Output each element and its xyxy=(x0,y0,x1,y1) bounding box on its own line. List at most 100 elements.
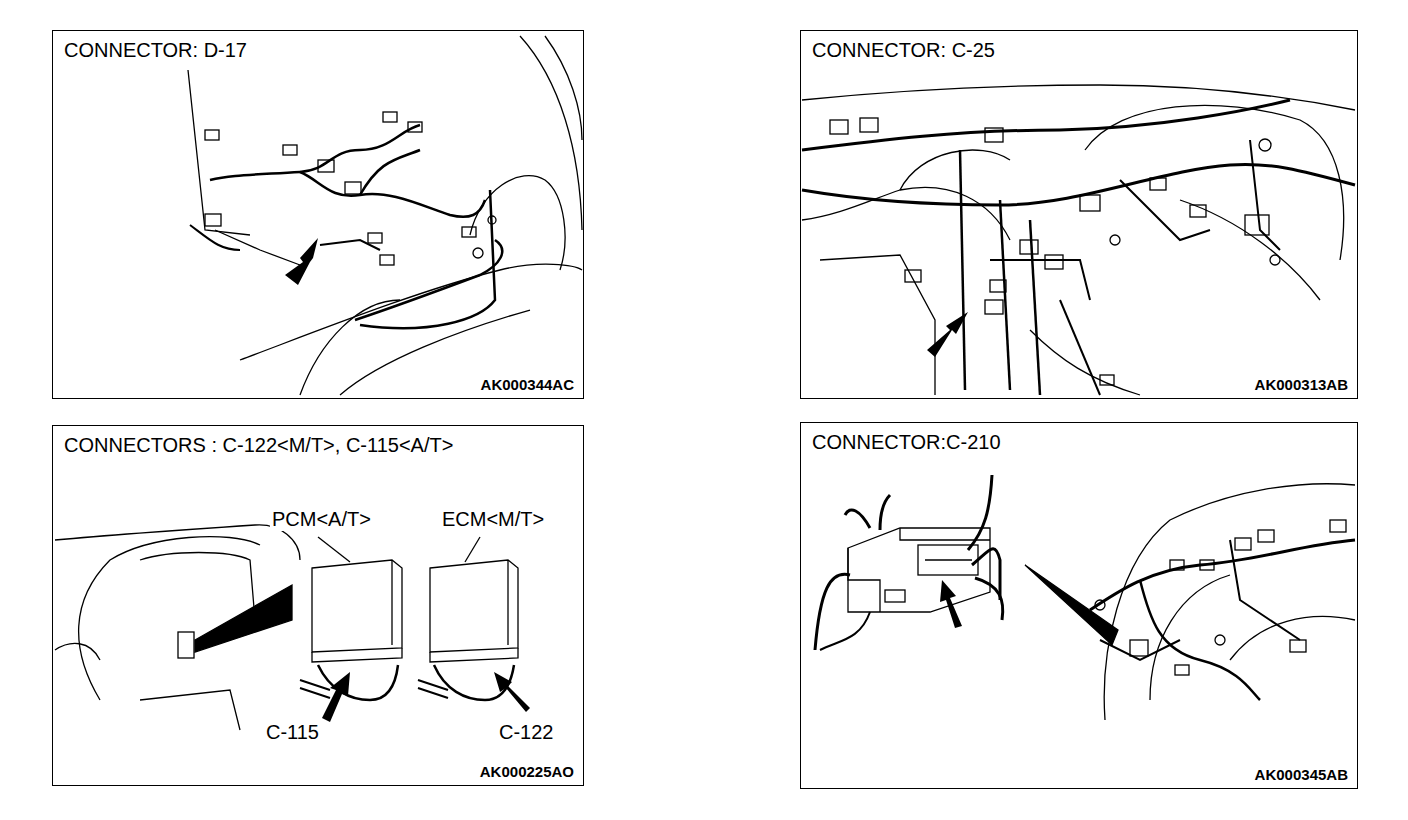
engine-bay-sketch xyxy=(545,36,582,140)
module-sketch xyxy=(465,537,480,562)
engine-bay-sketch xyxy=(205,214,221,226)
dashboard-sketch xyxy=(1000,200,1010,390)
module-sketch xyxy=(318,665,398,700)
dashboard-sketch xyxy=(990,280,1006,292)
panel-title: CONNECTOR: C-25 xyxy=(810,39,997,62)
locator-arrow xyxy=(927,312,968,357)
connector-sketch xyxy=(1215,635,1225,645)
dashboard-sketch xyxy=(1100,375,1114,385)
figure-panel: CONNECTOR:C-210AK000345AB xyxy=(800,422,1358,789)
connector-sketch xyxy=(885,590,905,602)
connector-sketch xyxy=(1230,540,1300,640)
connector-label: C-115 xyxy=(264,721,321,744)
dashboard-sketch xyxy=(1030,330,1140,395)
engine-bay-sketch xyxy=(462,227,476,237)
connector-sketch xyxy=(1090,540,1355,610)
engine-bay-sketch xyxy=(360,190,495,328)
engine-bay-sketch xyxy=(300,172,485,217)
engine-bay-sketch xyxy=(188,36,582,395)
engine-bay-sketch xyxy=(368,233,382,243)
connector-sketch xyxy=(1200,560,1214,570)
connector-sketch xyxy=(1104,484,1355,720)
connector-sketch xyxy=(972,549,1000,600)
dashboard-sketch xyxy=(802,100,1290,150)
dashboard-sketch xyxy=(802,164,1355,205)
connector-sketch xyxy=(975,578,1003,620)
figure-panel: CONNECTOR: D-17AK000344AC xyxy=(52,30,584,399)
module-label: ECM<M/T> xyxy=(440,508,546,531)
engine-bay-sketch xyxy=(283,145,297,155)
module-sketch xyxy=(55,525,300,560)
module-sketch xyxy=(430,560,518,652)
locator-arrow xyxy=(494,672,530,712)
panel-title: CONNECTOR: D-17 xyxy=(62,39,249,62)
figure-code: AK000225AO xyxy=(478,763,576,780)
module-sketch xyxy=(312,560,402,652)
engine-bay-sketch xyxy=(300,300,400,395)
connector-sketch xyxy=(880,495,890,530)
connector-sketch xyxy=(820,612,870,650)
locator-arrow xyxy=(322,672,350,722)
connector-sketch xyxy=(1290,640,1306,652)
dashboard-sketch xyxy=(1259,139,1271,151)
module-sketch xyxy=(55,643,100,660)
engine-bay-sketch xyxy=(360,150,420,195)
engine-bay-sketch xyxy=(345,182,361,194)
dashboard-sketch xyxy=(1150,178,1166,190)
dashboard-sketch xyxy=(985,300,1003,314)
connector-sketch xyxy=(1130,640,1148,656)
dashboard-sketch xyxy=(1085,105,1344,260)
connector-sketch xyxy=(815,475,1355,720)
connector-sketch xyxy=(1258,530,1274,542)
engine-bay-sketch xyxy=(190,225,240,250)
dashboard-sketch xyxy=(820,255,935,395)
dashboard-sketch xyxy=(985,128,1003,142)
module-sketch xyxy=(318,537,350,562)
module-sketch xyxy=(300,680,330,698)
module-sketch xyxy=(507,560,508,645)
dashboard-sketch xyxy=(905,270,921,282)
connector-sketch xyxy=(1230,616,1355,660)
dashboard-sketch xyxy=(802,85,1355,395)
connector-sketch xyxy=(1175,665,1189,675)
engine-bay-sketch xyxy=(408,122,422,132)
dashboard-sketch xyxy=(1045,255,1063,269)
dashboard-sketch xyxy=(1250,140,1280,250)
engine-bay-sketch xyxy=(520,36,582,230)
connector-sketch xyxy=(1235,538,1251,550)
connector-sketch xyxy=(1170,560,1184,570)
figure-code: AK000345AB xyxy=(1253,766,1350,783)
connector-sketch xyxy=(1100,640,1180,660)
dashboard-sketch xyxy=(1020,240,1038,254)
engine-bay-sketch xyxy=(318,160,334,172)
dashboard-sketch xyxy=(1180,200,1320,300)
dashboard-sketch xyxy=(802,85,1355,110)
module-sketch xyxy=(140,690,240,730)
engine-bay-sketch xyxy=(205,130,219,140)
module-sketch xyxy=(195,585,292,652)
connector-sketch xyxy=(1140,580,1260,700)
module-sketch xyxy=(55,525,518,730)
module-label: PCM<A/T> xyxy=(270,508,373,531)
figure-panel: CONNECTOR: C-25AK000313AB xyxy=(800,30,1358,399)
dashboard-sketch xyxy=(1120,180,1210,240)
connector-sketch xyxy=(848,548,880,612)
panel-title: CONNECTOR:C-210 xyxy=(810,431,1003,454)
connector-sketch xyxy=(925,559,972,560)
connector-sketch xyxy=(845,510,870,528)
engine-bay-sketch xyxy=(473,248,483,258)
engine-bay-sketch xyxy=(355,240,502,320)
dashboard-sketch xyxy=(830,120,848,134)
connector-sketch xyxy=(848,528,990,612)
dashboard-sketch xyxy=(1110,235,1120,245)
connector-label: C-122 xyxy=(497,721,555,744)
connector-sketch xyxy=(1095,600,1105,610)
dashboard-sketch xyxy=(1190,205,1206,217)
figure-code: AK000344AC xyxy=(479,376,576,393)
module-sketch xyxy=(418,680,448,698)
dashboard-sketch xyxy=(990,260,1090,300)
module-sketch xyxy=(430,648,518,662)
panel-title: CONNECTORS : C-122<M/T>, C-115<A/T> xyxy=(62,434,455,457)
